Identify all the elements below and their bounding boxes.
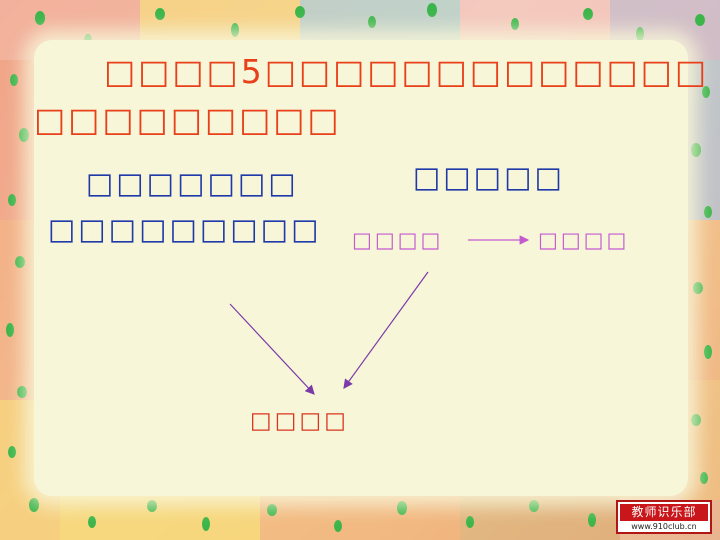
left-text-line1: □□□□□□□	[86, 166, 299, 200]
slide-title-line1: □□□□5□□□□□□□□□□□□□	[104, 52, 710, 91]
arrow-right-diagonal	[343, 271, 429, 389]
node-bottom-label: □□□□	[250, 408, 349, 434]
site-logo: 教师识乐部 www.910club.cn	[616, 500, 712, 534]
left-text-line2: □□□□□□□□□	[48, 212, 322, 246]
content-panel	[34, 40, 688, 496]
node-right-label: □□□□	[538, 228, 630, 252]
node-left-label: □□□□	[352, 228, 444, 252]
arrow-left-diagonal	[229, 303, 315, 395]
logo-url: www.910club.cn	[631, 522, 697, 531]
right-heading: □□□□□	[413, 160, 565, 194]
slide-title-line2: □□□□□□□□□	[34, 100, 342, 139]
logo-name: 教师识乐部	[620, 504, 708, 521]
